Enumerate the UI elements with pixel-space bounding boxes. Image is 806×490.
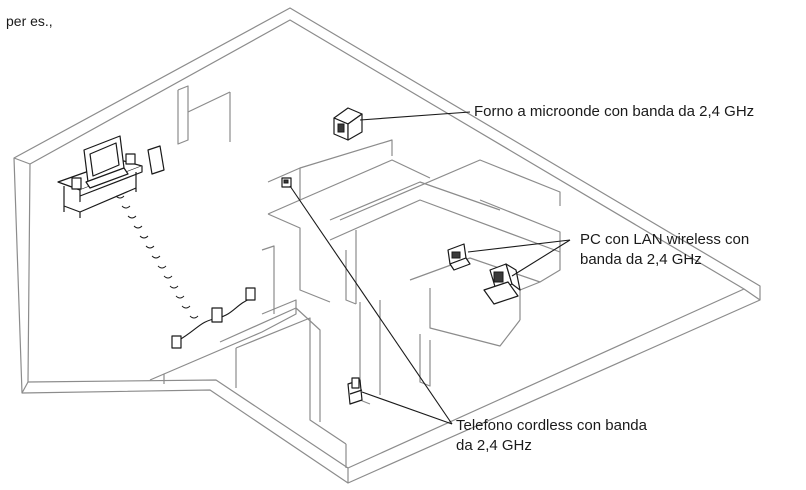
cordless-phone-label: Telefono cordless con banda da 2,4 GHz — [456, 416, 647, 456]
pc-label: PC con LAN wireless con banda da 2,4 GHz — [580, 230, 749, 270]
cordless-phone-base-icon — [282, 178, 291, 187]
cordless-phone-label-line-2: da 2,4 GHz — [456, 436, 647, 456]
pc-label-line-2: banda da 2,4 GHz — [580, 250, 749, 270]
pc-label-line-1: PC con LAN wireless con — [580, 230, 749, 250]
microwave-label: Forno a microonde con banda da 2,4 GHz — [474, 102, 754, 122]
cordless-phone-label-line-1: Telefono cordless con banda — [456, 416, 647, 436]
microwave-label-text: Forno a microonde con banda da 2,4 GHz — [474, 103, 754, 120]
